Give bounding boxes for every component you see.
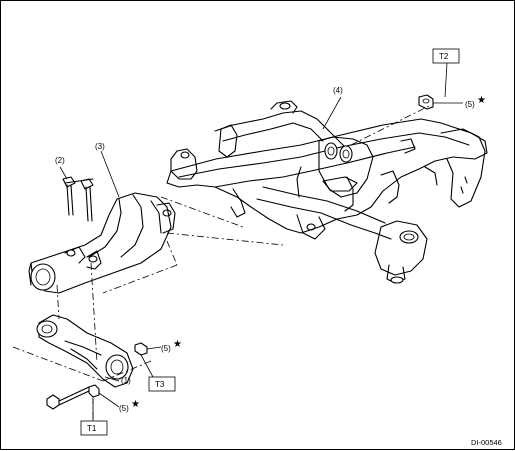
star-right: ★	[173, 339, 182, 350]
callout-5-right: (5)	[161, 344, 171, 353]
rear-subframe	[166, 100, 488, 284]
star-bottom: ★	[131, 399, 140, 410]
torque-box-t3: T3	[148, 376, 176, 392]
callout-5-top: (5)	[465, 100, 475, 109]
callout-2: (2)	[55, 156, 65, 165]
torque-box-t2: T2	[432, 48, 460, 64]
callout-1: (1)	[121, 376, 131, 385]
callout-4: (4)	[333, 86, 343, 95]
svg-text:T3: T3	[155, 380, 165, 389]
callout-5-bottom: (5)	[119, 404, 129, 413]
alignment-lines	[12, 104, 432, 419]
svg-text:T1: T1	[87, 424, 97, 433]
leader-lines	[59, 62, 463, 421]
svg-text:T2: T2	[439, 52, 449, 61]
torque-box-t1: T1	[80, 420, 108, 436]
rear-differential-member	[36, 314, 148, 410]
subframe-nut	[418, 94, 434, 110]
callout-3: (3)	[95, 142, 105, 151]
differential-assembly	[28, 192, 176, 294]
stud-bolts	[62, 176, 94, 222]
figure-code: DI-00546	[471, 438, 502, 447]
star-top: ★	[477, 95, 486, 106]
